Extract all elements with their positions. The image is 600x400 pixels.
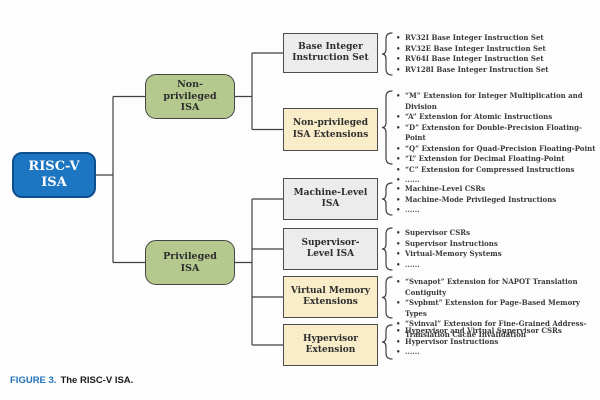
- root-node-riscv-isa: RISC-V ISA: [12, 152, 96, 198]
- list-item: Virtual-Memory Systems: [396, 249, 596, 260]
- bullet-list-supervisor-level: Supervisor CSRs Supervisor Instructions …: [396, 228, 596, 270]
- list-item: “M” Extension for Integer Multiplication…: [396, 91, 596, 112]
- brace-icon: [381, 227, 393, 271]
- bullet-list-non-privileged-extensions: “M” Extension for Integer Multiplication…: [396, 91, 596, 186]
- list-item: Hypervisor Instructions: [396, 337, 596, 348]
- list-item: “D” Extension for Double-Precision Float…: [396, 123, 596, 144]
- list-item: RV64I Base Integer Instruction Set: [396, 54, 596, 65]
- list-item: Supervisor CSRs: [396, 228, 596, 239]
- bullet-list-hypervisor: Hypervisor and Virtual Supervisor CSRs H…: [396, 326, 596, 358]
- child-node-base-integer-instruction-set: Base Integer Instruction Set: [283, 33, 378, 73]
- bullet-list-base-integer: RV32I Base Integer Instruction Set RV32E…: [396, 33, 596, 75]
- connector-non-privileged: [235, 52, 283, 131]
- list-item: RV128I Base Integer Instruction Set: [396, 65, 596, 76]
- list-item: Supervisor Instructions: [396, 239, 596, 250]
- list-item: ......: [396, 260, 596, 271]
- list-item: ......: [396, 205, 596, 216]
- list-item: “Q” Extension for Quad-Precision Floatin…: [396, 144, 596, 155]
- list-item: “L” Extension for Decimal Floating-Point: [396, 154, 596, 165]
- branch-node-non-privileged-isa: Non-privileged ISA: [145, 74, 235, 119]
- connector-root: [96, 95, 145, 264]
- brace-icon: [381, 32, 393, 76]
- child-node-hypervisor-extension: Hypervisor Extension: [283, 324, 378, 366]
- figure-caption-label: FIGURE 3.: [10, 375, 57, 386]
- connector-privileged: [235, 198, 283, 346]
- brace-icon: [381, 90, 393, 165]
- list-item: “C” Extension for Compressed Instruction…: [396, 165, 596, 176]
- branch-node-privileged-isa: Privileged ISA: [145, 240, 235, 285]
- list-item: “Svpbmt” Extension for Page-Based Memory…: [396, 298, 596, 319]
- list-item: RV32I Base Integer Instruction Set: [396, 33, 596, 44]
- brace-icon: [381, 324, 393, 360]
- list-item: “Svnapot” Extension for NAPOT Translatio…: [396, 277, 596, 298]
- brace-icon: [381, 182, 393, 216]
- brace-icon: [381, 276, 393, 319]
- child-node-machine-level-isa: Machine-Level ISA: [283, 178, 378, 220]
- list-item: Hypervisor and Virtual Supervisor CSRs: [396, 326, 596, 337]
- list-item: RV32E Base Integer Instruction Set: [396, 44, 596, 55]
- figure-caption-text: The RISC-V ISA.: [60, 375, 134, 386]
- child-node-non-privileged-isa-extensions: Non-privileged ISA Extensions: [283, 108, 378, 151]
- list-item: Machine-Mode Privileged Instructions: [396, 195, 596, 206]
- child-node-supervisor-level-isa: Supervisor-Level ISA: [283, 228, 378, 270]
- list-item: ......: [396, 347, 596, 358]
- list-item: Machine-Level CSRs: [396, 184, 596, 195]
- child-node-virtual-memory-extensions: Virtual Memory Extensions: [283, 276, 378, 318]
- list-item: “A” Extension for Atomic Instructions: [396, 112, 596, 123]
- bullet-list-machine-level: Machine-Level CSRs Machine-Mode Privileg…: [396, 184, 596, 216]
- list-item: ......: [396, 175, 596, 186]
- figure-caption: FIGURE 3.The RISC-V ISA.: [10, 375, 133, 386]
